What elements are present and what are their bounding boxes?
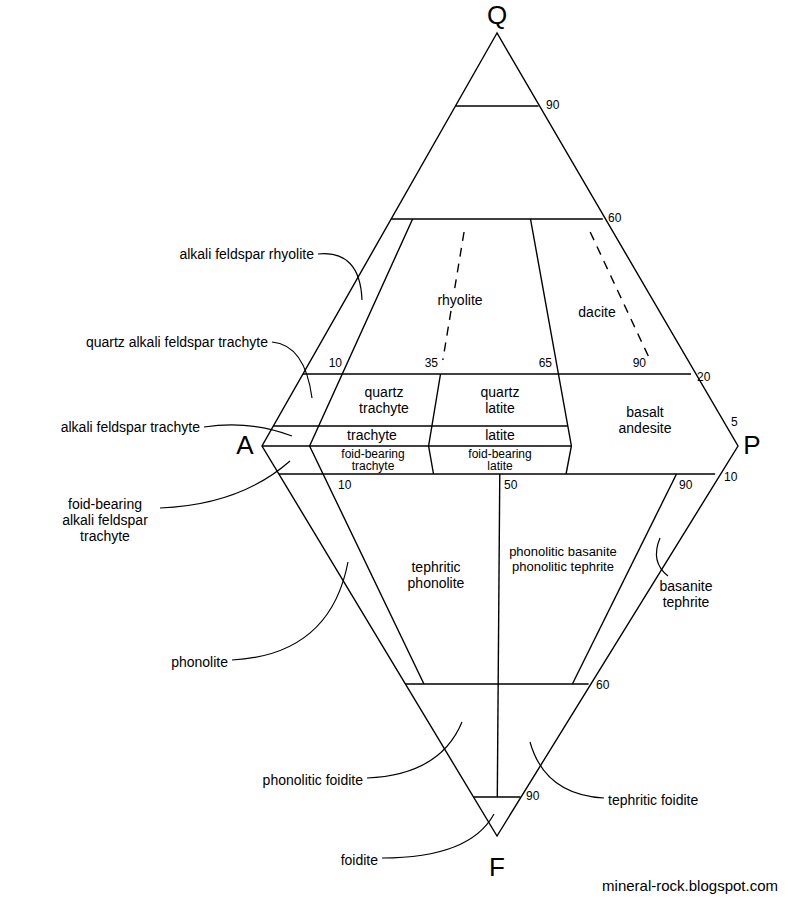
field-boundary bbox=[262, 445, 571, 446]
percent-value: foid-bearing latite bbox=[460, 448, 540, 472]
field-boundary bbox=[303, 373, 691, 374]
percent-value: 90 bbox=[526, 790, 539, 804]
rock-field-name: tephritic phonolite bbox=[401, 559, 471, 591]
percent-value: 60 bbox=[596, 679, 609, 693]
leader-line bbox=[530, 742, 604, 798]
percent-value: 20 bbox=[697, 371, 710, 385]
rock-field-name: phonolitic basanite phonolitic tephrite bbox=[501, 545, 626, 575]
percent-value: 35 bbox=[425, 357, 438, 371]
rock-field-name: quartz trachyte bbox=[354, 384, 414, 416]
field-boundary bbox=[405, 683, 588, 684]
rock-field-name: basalt andesite bbox=[615, 404, 675, 436]
rock-field-name: phonolite bbox=[171, 654, 228, 670]
vertex-letter: F bbox=[489, 853, 505, 883]
field-boundary bbox=[497, 474, 499, 797]
leader-line bbox=[367, 722, 462, 778]
dashed-boundary bbox=[590, 232, 649, 358]
field-boundary bbox=[391, 218, 603, 219]
percent-value: 90 bbox=[679, 479, 692, 493]
rock-field-name: dacite bbox=[578, 304, 615, 320]
rock-field-name: alkali feldspar rhyolite bbox=[179, 246, 314, 262]
vertex-letter: Q bbox=[487, 1, 507, 31]
percent-value: 65 bbox=[539, 357, 552, 371]
watermark: mineral-rock.blogspot.com bbox=[602, 877, 778, 894]
field-boundary bbox=[273, 425, 567, 426]
rock-field-name: foid-bearing alkali feldspar trachyte bbox=[55, 496, 155, 544]
rock-field-name: phonolitic foidite bbox=[263, 772, 363, 788]
field-boundary bbox=[531, 219, 572, 474]
rock-field-name: quartz latite bbox=[470, 384, 530, 416]
percent-value: 10 bbox=[329, 357, 342, 371]
rock-field-name: basanite tephrite bbox=[651, 578, 721, 610]
percent-value: 90 bbox=[546, 99, 559, 113]
percent-value: 60 bbox=[608, 212, 621, 226]
vertex-letter: P bbox=[743, 431, 760, 461]
rock-field-name: trachyte bbox=[347, 428, 397, 443]
percent-value: 10 bbox=[724, 471, 737, 485]
field-boundary bbox=[455, 105, 538, 106]
rock-field-name: rhyolite bbox=[435, 292, 484, 308]
leader-line bbox=[656, 538, 668, 576]
rock-field-name: latite bbox=[485, 428, 515, 443]
leader-line bbox=[232, 562, 348, 660]
leader-line bbox=[382, 814, 494, 858]
rock-field-name: quartz alkali feldspar trachyte bbox=[86, 334, 268, 350]
field-boundary bbox=[279, 473, 715, 474]
rock-field-name: alkali feldspar trachyte bbox=[61, 419, 200, 435]
percent-value: 50 bbox=[504, 479, 517, 493]
leader-line bbox=[160, 461, 290, 508]
diamond-outline bbox=[262, 33, 738, 836]
percent-value: 5 bbox=[731, 416, 738, 430]
percent-value: foid-bearing trachyte bbox=[333, 448, 413, 472]
leader-line bbox=[318, 254, 362, 300]
leader-line bbox=[272, 342, 312, 398]
percent-value: 10 bbox=[338, 479, 351, 493]
vertex-letter: A bbox=[236, 431, 253, 461]
field-boundary bbox=[429, 374, 441, 474]
percent-value: 90 bbox=[633, 357, 646, 371]
rock-field-name: foidite bbox=[341, 852, 378, 868]
rock-field-name: tephritic foidite bbox=[608, 792, 698, 808]
